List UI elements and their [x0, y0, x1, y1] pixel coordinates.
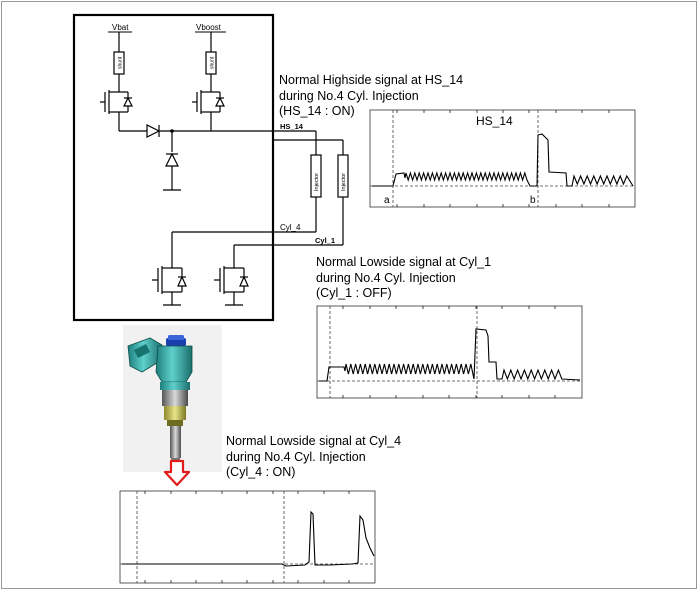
hs14-marker-a: a: [384, 195, 390, 206]
lowside-wiring: [171, 197, 344, 262]
caption-hs14: Normal Highside signal at HS_14 during N…: [279, 73, 463, 120]
vbat-highside-switch: [100, 32, 133, 131]
caption-hs14-line1: Normal Highside signal at HS_14: [279, 73, 464, 87]
scope-cyl4: [119, 490, 376, 584]
caption-cyl1-line1: Normal Lowside signal at Cyl_1: [316, 255, 492, 269]
caption-hs14-line2: during No.4 Cyl. Injection: [279, 88, 419, 103]
injector-label-1: Injector: [314, 173, 320, 191]
hs14-marker-b: b: [530, 195, 536, 206]
caption-cyl4-line3: (Cyl_4 : ON): [226, 465, 296, 479]
scope-hs14: [369, 109, 636, 208]
vboost-highside-switch: [192, 32, 225, 131]
injector-photo: [123, 325, 222, 472]
vbat-label: Vbat: [112, 23, 129, 32]
ecu-box: [72, 13, 275, 322]
shunt-label-1: shunt: [118, 56, 124, 69]
hs14-node-label: HS_14: [280, 122, 304, 131]
vboost-label: Vboost: [196, 23, 222, 32]
hs-bus: [119, 124, 344, 191]
caption-cyl1: Normal Lowside signal at Cyl_1 during No…: [316, 255, 491, 302]
hs-junction-dot: [170, 129, 174, 133]
hs14-waveform: [372, 133, 634, 187]
caption-cyl4: Normal Lowside signal at Cyl_4 during No…: [226, 434, 401, 481]
scope-cyl1: [316, 305, 583, 399]
caption-cyl4-line2: during No.4 Cyl. Injection: [226, 449, 366, 464]
cyl1-waveform: [319, 328, 581, 382]
caption-cyl4-line1: Normal Lowside signal at Cyl_4: [226, 434, 402, 448]
down-arrow-icon: [163, 459, 191, 487]
lowside-switch-cyl1: [214, 262, 249, 306]
caption-cyl1-line3: (Cyl_1 : OFF): [316, 286, 392, 300]
shunt-label-2: shunt: [210, 56, 216, 69]
cyl4-waveform: [122, 510, 375, 567]
cyl1-node-label: Cyl_1: [315, 236, 335, 245]
hs14-scope-title: HS_14: [476, 114, 513, 128]
injector-label-2: Injector: [341, 173, 347, 191]
lowside-switch-cyl4: [152, 262, 187, 306]
cyl4-node-label: Cyl_4: [280, 223, 301, 232]
caption-hs14-line3: (HS_14 : ON): [279, 104, 355, 118]
caption-cyl1-line2: during No.4 Cyl. Injection: [316, 270, 456, 285]
